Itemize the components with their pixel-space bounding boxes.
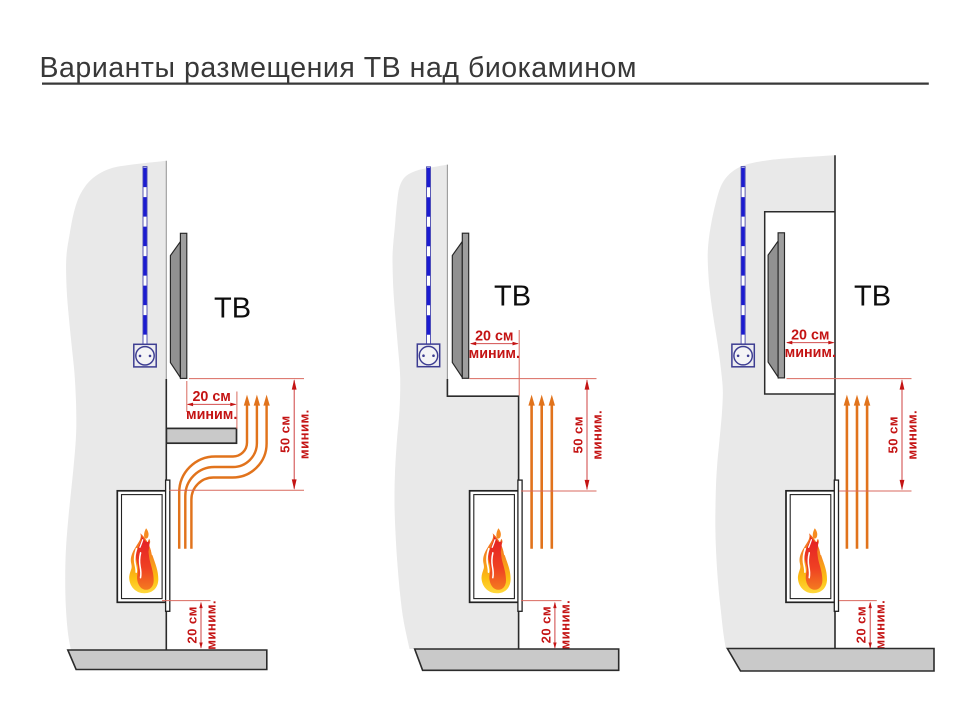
svg-text:50 см: 50 см bbox=[570, 416, 585, 453]
svg-text:50 см: 50 см bbox=[885, 416, 900, 453]
svg-text:ТВ: ТВ bbox=[494, 280, 531, 312]
svg-text:миним.: миним. bbox=[557, 600, 572, 650]
svg-text:Варианты размещения ТВ над био: Варианты размещения ТВ над биокамином bbox=[40, 52, 637, 84]
svg-text:20 см: 20 см bbox=[475, 328, 513, 344]
svg-text:миним.: миним. bbox=[297, 409, 312, 459]
svg-text:20 см: 20 см bbox=[192, 389, 230, 405]
svg-text:миним.: миним. bbox=[186, 407, 237, 423]
svg-text:50 см: 50 см bbox=[278, 415, 293, 452]
svg-text:миним.: миним. bbox=[203, 600, 218, 650]
svg-text:20 см: 20 см bbox=[184, 606, 199, 643]
svg-text:20 см: 20 см bbox=[854, 606, 869, 643]
svg-text:ТВ: ТВ bbox=[214, 292, 251, 324]
svg-text:миним.: миним. bbox=[589, 410, 604, 460]
svg-text:миним.: миним. bbox=[785, 345, 836, 361]
svg-text:20 см: 20 см bbox=[538, 606, 553, 643]
svg-text:миним.: миним. bbox=[904, 410, 919, 460]
svg-text:20 см: 20 см bbox=[791, 327, 829, 343]
svg-text:ТВ: ТВ bbox=[854, 280, 891, 312]
svg-text:миним.: миним. bbox=[469, 346, 520, 362]
svg-text:миним.: миним. bbox=[873, 600, 888, 650]
